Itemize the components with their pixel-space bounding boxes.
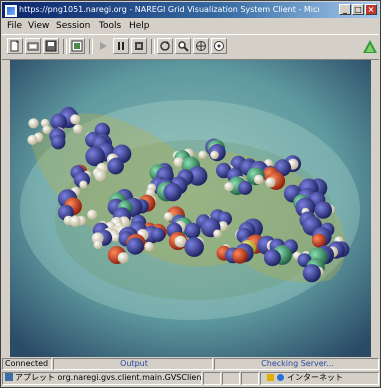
atom <box>79 180 88 189</box>
atom <box>85 146 106 167</box>
atom <box>144 241 154 252</box>
applet-status-bar: Connected Output Checking Server... <box>2 358 379 371</box>
atom <box>232 248 248 264</box>
menu-help[interactable]: Help <box>129 21 150 31</box>
atom <box>50 113 67 131</box>
menu-file[interactable]: File <box>7 21 23 31</box>
toolbar <box>2 34 379 60</box>
new-file-icon[interactable] <box>7 38 23 54</box>
atom <box>253 174 264 185</box>
atom <box>263 249 281 267</box>
atom <box>213 229 222 238</box>
globe-icon <box>277 374 284 381</box>
atom <box>198 150 207 160</box>
atom <box>94 170 107 182</box>
applet-icon <box>5 373 13 381</box>
window-title: https://png1051.naregi.org - NAREGI Grid… <box>19 5 319 14</box>
atom <box>40 118 50 128</box>
export-icon[interactable] <box>69 38 85 54</box>
menu-session[interactable]: Session <box>56 21 91 31</box>
zoom-icon[interactable] <box>175 38 191 54</box>
atom <box>69 215 81 227</box>
naregi-logo-icon <box>362 39 378 55</box>
atom <box>184 237 204 257</box>
atom <box>126 237 144 255</box>
atom <box>238 180 253 195</box>
play-icon[interactable] <box>95 38 111 54</box>
browser-status-bar: アプレット org.naregi.gvs.client.main.GVSClie… <box>2 372 379 386</box>
toolbar-separator <box>63 39 67 54</box>
minimize-button[interactable]: _ <box>339 4 351 15</box>
atom <box>265 177 276 188</box>
menu-tools[interactable]: Tools <box>99 21 122 31</box>
output-tab[interactable]: Output <box>53 358 213 370</box>
atom <box>173 157 184 168</box>
save-icon[interactable] <box>43 38 59 54</box>
atom <box>163 212 173 221</box>
atom <box>111 233 121 242</box>
atom <box>314 201 332 219</box>
molecule-render <box>10 60 371 357</box>
atom <box>302 264 321 283</box>
atom <box>107 158 124 175</box>
visualization-viewport[interactable] <box>10 60 371 357</box>
atom <box>93 240 103 250</box>
lock-icon <box>267 374 274 381</box>
atom <box>174 235 187 248</box>
menu-bar: File View Session Tools Help <box>2 19 379 33</box>
applet-status-text: アプレット org.naregi.gvs.client.main.GVSClie… <box>2 372 202 385</box>
open-icon[interactable] <box>25 38 41 54</box>
stop-icon[interactable] <box>131 38 147 54</box>
connection-status: Connected <box>2 358 52 370</box>
status-segment <box>222 372 240 385</box>
reset-view-icon[interactable] <box>211 38 227 54</box>
security-zone: インターネット <box>260 372 379 385</box>
atom <box>163 182 182 202</box>
atom <box>28 118 39 129</box>
atom <box>42 125 52 134</box>
atom <box>311 233 326 248</box>
title-bar[interactable]: https://png1051.naregi.org - NAREGI Grid… <box>2 2 379 18</box>
atom <box>51 135 66 150</box>
atom <box>27 134 38 145</box>
move-icon[interactable] <box>193 38 209 54</box>
atom <box>150 227 166 242</box>
molecule-atoms <box>27 106 350 283</box>
server-status: Checking Server... <box>214 358 379 370</box>
atom <box>117 252 129 264</box>
ie-app-icon[interactable] <box>4 4 18 18</box>
pause-icon[interactable] <box>113 38 129 54</box>
atom <box>87 209 98 220</box>
atom <box>224 182 234 192</box>
menu-view[interactable]: View <box>28 21 50 31</box>
atom <box>73 124 83 134</box>
atom <box>210 150 219 160</box>
toolbar-separator <box>89 39 93 54</box>
status-segment <box>203 372 221 385</box>
close-button[interactable]: × <box>365 4 377 15</box>
rotate-icon[interactable] <box>157 38 173 54</box>
status-segment <box>241 372 259 385</box>
toolbar-separator <box>151 39 155 54</box>
maximize-button[interactable]: □ <box>352 4 364 15</box>
atom <box>184 222 201 239</box>
atom <box>70 114 81 125</box>
